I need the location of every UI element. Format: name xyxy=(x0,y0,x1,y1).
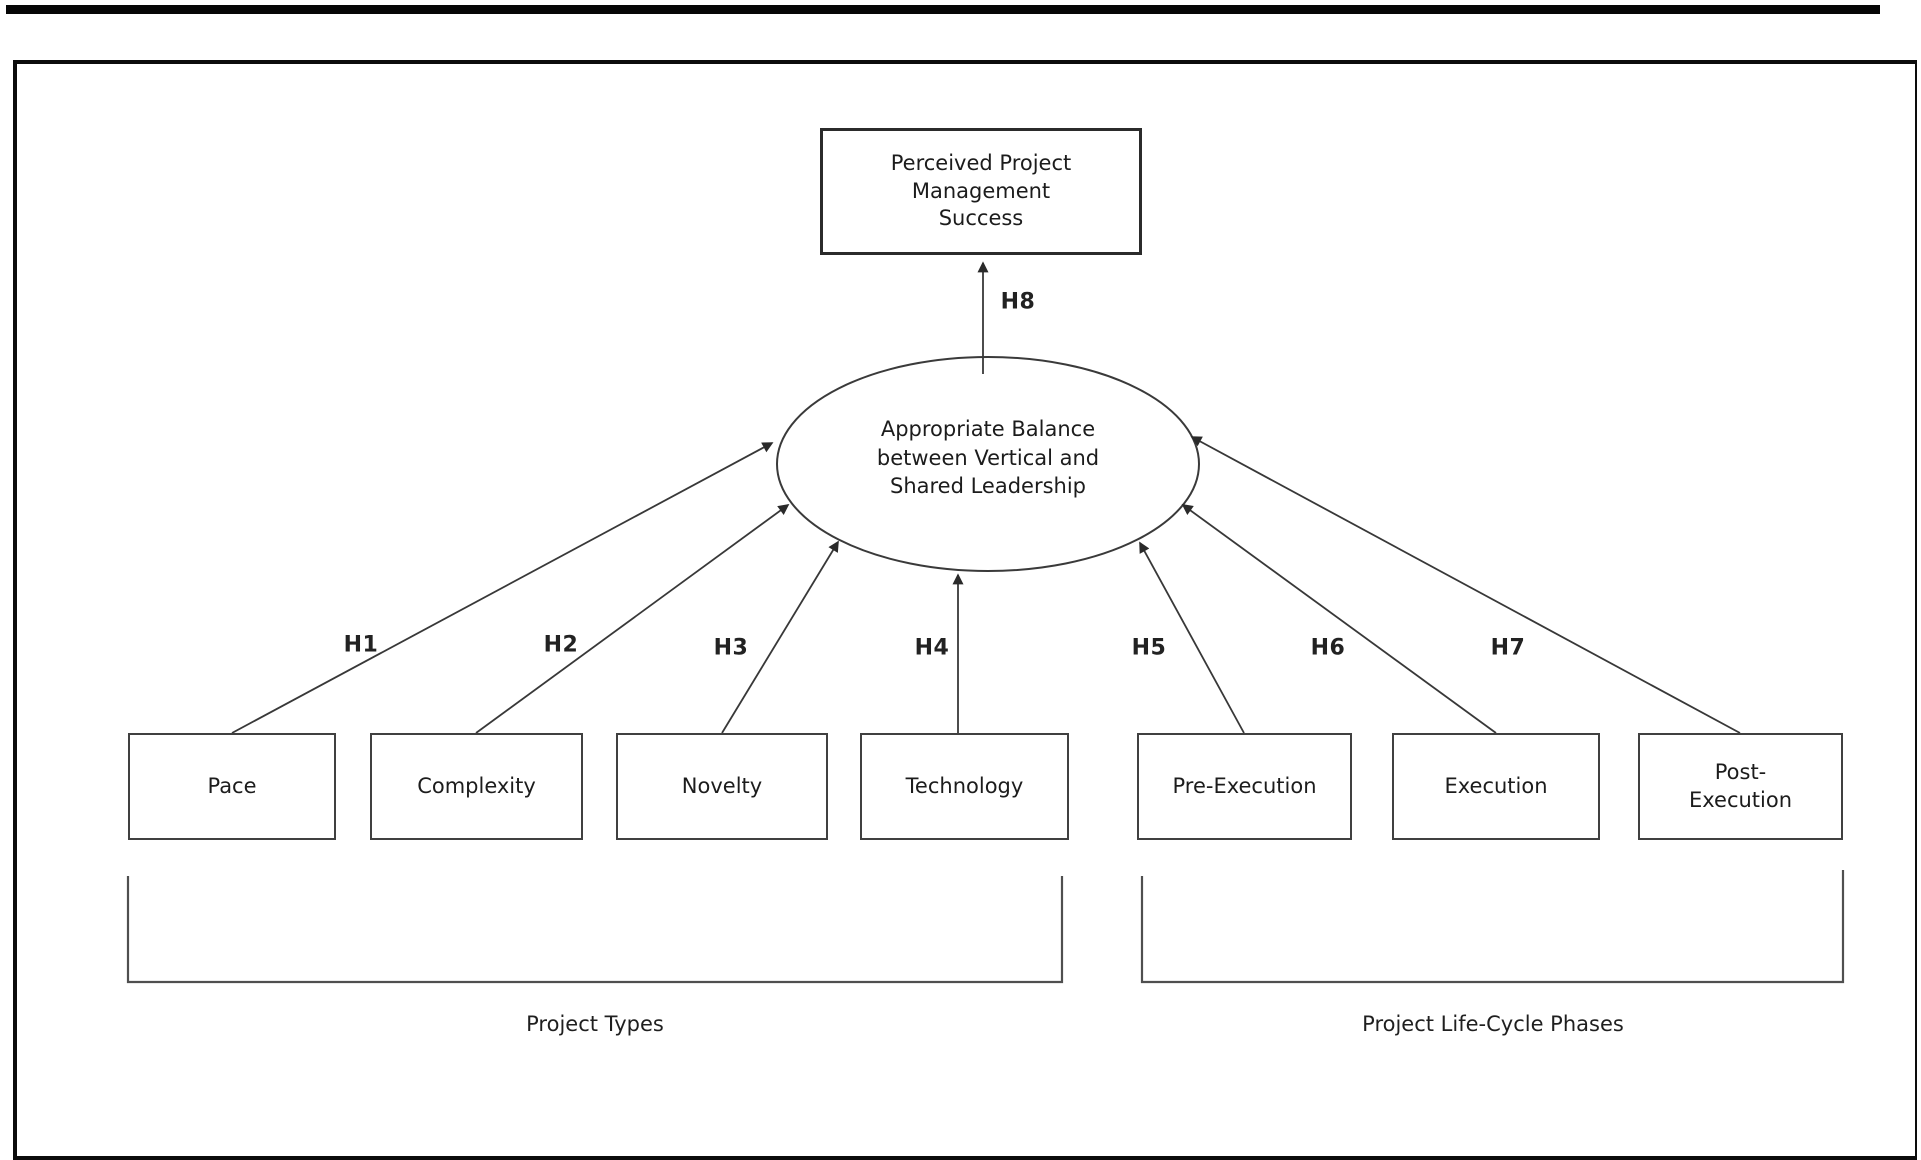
antecedent-label: Post-Execution xyxy=(1688,759,1793,812)
outcome-box: Perceived Project Management Success xyxy=(820,128,1142,255)
diagram-canvas xyxy=(126,261,1845,984)
arrow-h5 xyxy=(1139,541,1245,734)
arrow-h7 xyxy=(1190,436,1741,734)
arrow-h3 xyxy=(721,540,839,734)
antecedent-box-execution: Execution xyxy=(1392,733,1600,840)
group-label-lifecycle-phases: Project Life-Cycle Phases xyxy=(1362,1012,1624,1036)
group-label-project-types: Project Types xyxy=(526,1012,664,1036)
arrow-h6 xyxy=(1181,504,1497,734)
antecedent-label: Pace xyxy=(207,773,257,798)
antecedent-box-novelty: Novelty xyxy=(616,733,828,840)
outcome-label: Perceived Project Management Success xyxy=(890,150,1072,231)
arrow-h1 xyxy=(231,442,774,734)
hypothesis-label-h7: H7 xyxy=(1490,635,1526,661)
arrow-h2 xyxy=(475,504,790,734)
antecedent-box-complexity: Complexity xyxy=(370,733,583,840)
hypothesis-label-h3: H3 xyxy=(713,635,749,661)
antecedent-label: Execution xyxy=(1444,773,1548,798)
antecedent-box-technology: Technology xyxy=(860,733,1069,840)
antecedent-box-post-execution: Post-Execution xyxy=(1638,733,1843,840)
mediator-ellipse xyxy=(776,356,1200,572)
hypothesis-label-h5: H5 xyxy=(1131,635,1167,661)
bracket-project-types xyxy=(126,876,1064,984)
hypothesis-label-h1: H1 xyxy=(343,632,379,658)
antecedent-label: Novelty xyxy=(681,773,763,798)
hypothesis-label-h4: H4 xyxy=(914,635,950,661)
top-rule xyxy=(6,5,1880,14)
antecedent-box-pace: Pace xyxy=(128,733,336,840)
bracket-lifecycle-phases xyxy=(1140,870,1845,984)
hypothesis-label-h2: H2 xyxy=(543,632,579,658)
antecedent-label: Complexity xyxy=(417,773,536,798)
hypothesis-label-h6: H6 xyxy=(1310,635,1346,661)
antecedent-label: Pre-Execution xyxy=(1172,773,1317,798)
antecedent-box-pre-execution: Pre-Execution xyxy=(1137,733,1352,840)
antecedent-label: Technology xyxy=(905,773,1024,798)
hypothesis-label-h8: H8 xyxy=(1000,289,1036,315)
